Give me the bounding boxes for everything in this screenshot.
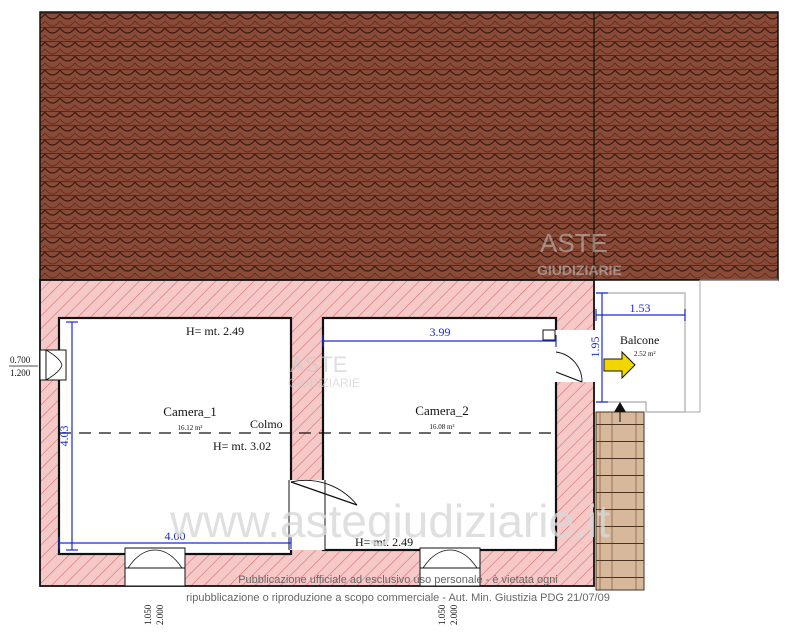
stairs bbox=[595, 402, 645, 591]
camera-1-name: Camera_1 bbox=[163, 404, 216, 419]
camera-1-area: 16.12 m² bbox=[177, 424, 202, 432]
dimension-lines bbox=[58, 292, 686, 551]
watermark-notice-2: ripubblicazione o riproduzione a scopo c… bbox=[186, 592, 610, 604]
svg-text:GIUDIZIARIE: GIUDIZIARIE bbox=[288, 376, 360, 390]
watermark-notice-1: Pubblicazione ufficiale ad esclusivo uso… bbox=[238, 574, 558, 586]
ridge-label: Colmo bbox=[250, 417, 283, 431]
window-left-bottom: 1.200 bbox=[10, 368, 31, 378]
ridge-height: H= mt. 3.02 bbox=[213, 439, 271, 453]
window-left bbox=[39, 349, 67, 381]
watermark-logo-roof: ASTE GIUDIZIARIE bbox=[537, 228, 622, 278]
camera-2-height: H= mt. 2.49 bbox=[355, 535, 413, 549]
door-camera-1 bbox=[290, 479, 358, 506]
balcony bbox=[596, 279, 778, 413]
dim-balcony-depth: 1.95 bbox=[588, 337, 602, 358]
window-bottom-1-b: 2.000 bbox=[155, 604, 165, 625]
window-bottom-2-a: 1.050 bbox=[437, 604, 447, 625]
balcony-name: Balcone bbox=[620, 333, 659, 347]
svg-text:GIUDIZIARIE: GIUDIZIARIE bbox=[537, 262, 622, 278]
dim-cam1-width: 4.00 bbox=[165, 529, 186, 543]
door-balcony bbox=[542, 329, 583, 383]
roof bbox=[39, 11, 779, 281]
camera-2-name: Camera_2 bbox=[415, 403, 468, 418]
svg-text:ASTE: ASTE bbox=[290, 352, 347, 377]
window-bottom-1 bbox=[124, 547, 186, 587]
dim-cam1-height: 4.03 bbox=[57, 426, 71, 447]
window-bottom-2 bbox=[419, 547, 481, 587]
camera-2-area: 16.08 m² bbox=[429, 423, 454, 431]
entry-arrow bbox=[603, 350, 636, 380]
window-left-top: 0.700 bbox=[10, 355, 31, 365]
window-bottom-2-b: 2.000 bbox=[449, 604, 459, 625]
camera-1-floor bbox=[57, 316, 293, 556]
window-bottom-1-a: 1.050 bbox=[143, 604, 153, 625]
building-walls bbox=[39, 279, 596, 587]
dim-balcony-width: 1.53 bbox=[630, 301, 651, 315]
watermark-url: www.astegiudiziarie.it bbox=[169, 495, 610, 547]
balcony-area: 2.52 m² bbox=[634, 350, 656, 358]
dim-cam2-width: 3.99 bbox=[430, 325, 451, 339]
svg-text:ASTE: ASTE bbox=[540, 228, 608, 258]
camera-1-height: H= mt. 2.49 bbox=[186, 324, 244, 338]
watermark-logo-room: ASTE GIUDIZIARIE bbox=[288, 352, 360, 390]
